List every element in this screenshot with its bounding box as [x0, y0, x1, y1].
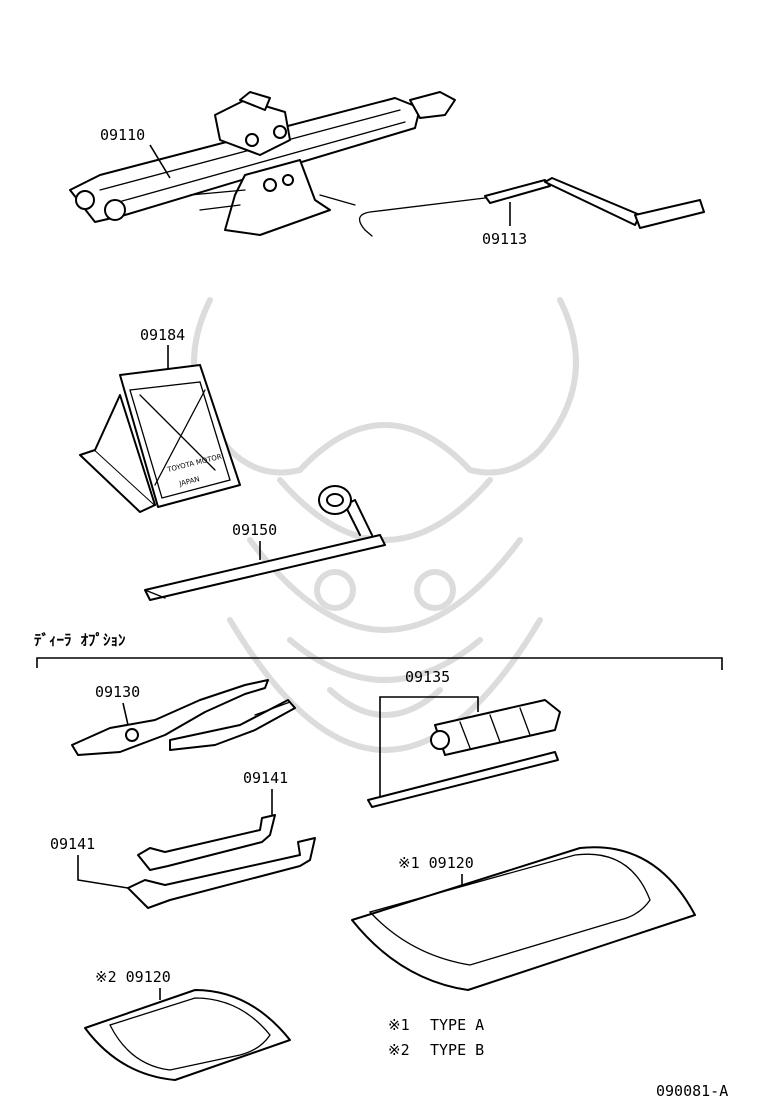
jack-handle-drawing — [358, 177, 705, 237]
callout-spanner-top: 09141 — [243, 769, 288, 787]
pliers-drawing — [71, 679, 296, 756]
callout-wrench: 09150 — [232, 521, 277, 539]
legend-mark-2: ※2 — [388, 1041, 410, 1059]
screwdriver-drawing — [367, 699, 561, 808]
legend-text-2: TYPE B — [430, 1041, 484, 1059]
callout-handle: 09113 — [482, 230, 527, 248]
section-title-dealer-option: ﾃﾞｨｰﾗ ｵﾌﾟｼｮﾝ — [34, 631, 126, 649]
wheel-chock-drawing: TOYOTA MOTOR JAPAN — [79, 364, 241, 513]
callout-bag-a: ※1 09120 — [398, 854, 474, 872]
spanners-drawing — [127, 814, 316, 909]
callout-jack: 09110 — [100, 126, 145, 144]
diagram-id: 090081-A — [656, 1082, 728, 1100]
callout-bag-b: ※2 09120 — [95, 968, 171, 986]
tool-bag-type-a-drawing — [351, 846, 696, 991]
section-bracket — [36, 657, 723, 670]
scissor-jack-drawing — [69, 91, 456, 236]
callout-screwdriver: 09135 — [405, 668, 450, 686]
wheel-nut-wrench-drawing — [144, 485, 386, 601]
callout-spanner-bottom: 09141 — [50, 835, 95, 853]
tool-bag-type-b-drawing — [84, 989, 291, 1081]
type-legend: ※1 TYPE A ※2 TYPE B — [388, 1016, 484, 1059]
legend-mark-1: ※1 — [388, 1016, 410, 1034]
legend-text-1: TYPE A — [430, 1016, 484, 1034]
callout-chock: 09184 — [140, 326, 185, 344]
callout-pliers: 09130 — [95, 683, 140, 701]
